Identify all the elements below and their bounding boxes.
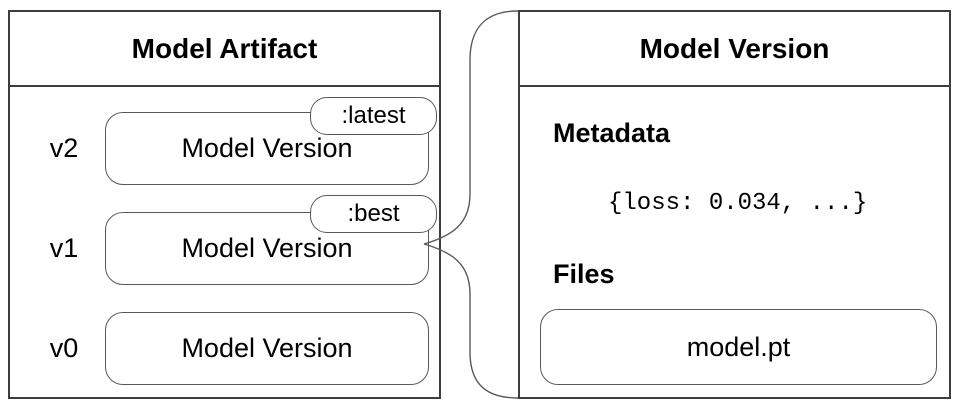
alias-tag-best: :best xyxy=(310,195,437,233)
metadata-value: {loss: 0.034, ...} xyxy=(608,190,868,217)
model-artifact-panel: Model Artifact v2 Model Version :latest … xyxy=(8,10,441,399)
artifact-panel-title: Model Artifact xyxy=(10,12,439,87)
version-panel-title: Model Version xyxy=(520,12,949,87)
version-label-v0: v0 xyxy=(49,333,79,363)
files-heading: Files xyxy=(553,259,615,289)
alias-tag-latest: :latest xyxy=(310,97,437,135)
file-box: model.pt xyxy=(540,309,937,385)
file-name: model.pt xyxy=(686,331,791,362)
model-version-panel: Model Version Metadata {loss: 0.034, ...… xyxy=(518,10,951,399)
metadata-heading: Metadata xyxy=(553,118,671,148)
model-version-box-v0: Model Version xyxy=(105,312,429,385)
version-label-v1: v1 xyxy=(49,233,79,263)
version-label-v2: v2 xyxy=(49,133,79,163)
